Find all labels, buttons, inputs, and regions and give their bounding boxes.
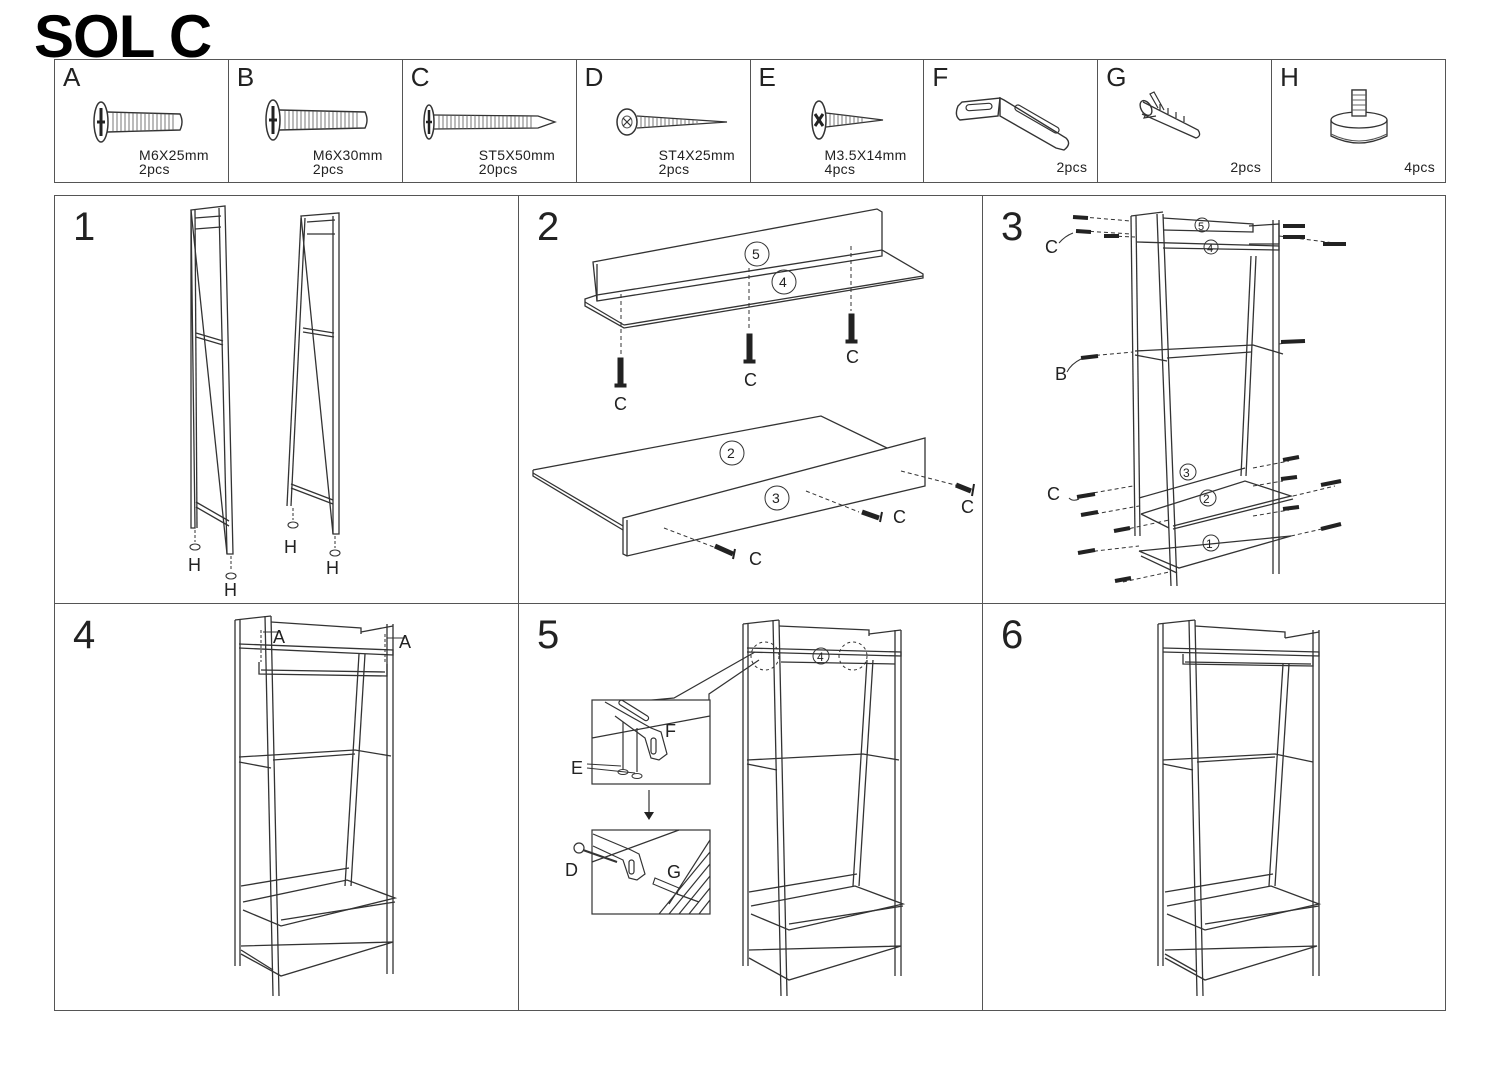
wood-screw-icon: [615, 108, 727, 136]
step-number: 3: [1001, 205, 1024, 249]
part-label-a: A: [273, 627, 285, 647]
panel-number: 3: [772, 490, 780, 506]
part-qty: 4pcs: [1404, 159, 1435, 175]
small-screw-icon: [810, 100, 883, 140]
part-letter: C: [410, 62, 430, 92]
part-label-c: C: [744, 370, 757, 390]
part-qty: 2pcs: [1056, 159, 1088, 175]
part-g: G 2pcs: [1098, 60, 1273, 182]
step-1: 1: [55, 196, 519, 604]
panel-number: 5: [752, 246, 760, 262]
leveling-foot-icon: [1330, 89, 1388, 144]
part-spec: ST5X50mm: [478, 147, 556, 163]
finished-wardrobe-illustration: [1157, 619, 1322, 997]
part-letter: F: [932, 62, 949, 92]
part-spec: M3.5X14mm: [824, 147, 907, 163]
part-label-g: G: [667, 862, 681, 882]
part-h: H 4pcs: [1272, 60, 1445, 182]
part-label-h: H: [326, 558, 339, 578]
part-qty: 4pcs: [824, 161, 856, 177]
panel-number: 4: [1207, 243, 1213, 255]
panel-number: 3: [1183, 466, 1190, 480]
part-qty: 2pcs: [658, 161, 690, 177]
part-label-b: B: [1055, 364, 1067, 384]
part-c: C ST5X50mm 20pcs: [403, 60, 577, 182]
part-b: B M6X30mm 2pcs: [229, 60, 403, 182]
part-qty: 2pcs: [139, 161, 170, 177]
panel-number: 2: [1203, 492, 1210, 506]
step-2: 2 5 4 2 3: [519, 196, 983, 604]
assembly-steps: 1: [54, 195, 1446, 1011]
panel-number: 5: [1198, 221, 1204, 233]
part-a: A M6X25mm 2pcs: [55, 60, 229, 182]
panel-number: 2: [727, 445, 735, 461]
part-label-c: C: [846, 347, 859, 367]
step-number: 1: [73, 205, 96, 249]
part-label-c: C: [893, 507, 906, 527]
part-e: E M3.5X14mm 4pcs: [751, 60, 925, 182]
part-label-h: H: [224, 580, 237, 600]
step-number: 4: [73, 613, 96, 657]
machine-screw-icon: [265, 99, 368, 141]
part-label-d: D: [565, 860, 578, 880]
part-label-f: F: [665, 721, 676, 741]
wall-anchor-illustration: 4 F E: [565, 619, 906, 997]
part-spec: M6X25mm: [139, 147, 209, 163]
part-qty: 20pcs: [478, 161, 518, 177]
part-label-h: H: [284, 537, 297, 557]
part-label-c: C: [1047, 484, 1060, 504]
step-3: 3: [983, 196, 1445, 604]
part-label-h: H: [188, 555, 201, 575]
document-title: SOL C: [34, 3, 212, 70]
wood-screw-icon: [423, 104, 557, 140]
side-frames-illustration: H H H H: [188, 205, 341, 600]
part-label-c: C: [1045, 237, 1058, 257]
part-letter: E: [758, 62, 776, 92]
panel-number: 1: [1206, 537, 1213, 551]
wall-plug-icon: [1139, 91, 1201, 139]
part-label-e: E: [571, 758, 583, 778]
part-qty: 2pcs: [312, 161, 344, 177]
angle-bracket-icon: [956, 96, 1070, 151]
machine-screw-icon: [93, 101, 183, 143]
panel-number: 4: [779, 274, 787, 290]
shelf-panels-illustration: 5 4 2 3 C C C C: [532, 208, 975, 569]
part-f: F 2pcs: [924, 60, 1099, 182]
part-letter: G: [1106, 62, 1127, 92]
part-d: D ST4X25mm 2pcs: [577, 60, 751, 182]
part-label-c: C: [614, 394, 627, 414]
frame-assembly-illustration: 5 4 3 2 1: [1045, 211, 1346, 587]
step-6: 6: [983, 604, 1445, 1010]
part-letter: D: [584, 62, 604, 92]
step-number: 5: [537, 613, 560, 657]
step-4: 4: [55, 604, 519, 1010]
step-number: 2: [537, 205, 560, 249]
part-spec: M6X30mm: [312, 147, 383, 163]
part-label-c: C: [749, 549, 762, 569]
part-label-a: A: [399, 632, 411, 652]
part-letter: A: [63, 62, 81, 92]
part-label-c: C: [961, 497, 974, 517]
part-spec: ST4X25mm: [658, 147, 735, 163]
panel-number: 4: [817, 650, 824, 664]
step-5: 5 4: [519, 604, 983, 1010]
part-letter: B: [236, 62, 255, 92]
hanging-rail-illustration: A A: [234, 615, 411, 997]
part-qty: 2pcs: [1230, 159, 1262, 175]
parts-list: A M6X25mm 2pcs B M6X30mm 2pcs C: [54, 59, 1446, 183]
step-number: 6: [1001, 613, 1024, 657]
part-letter: H: [1280, 62, 1299, 92]
